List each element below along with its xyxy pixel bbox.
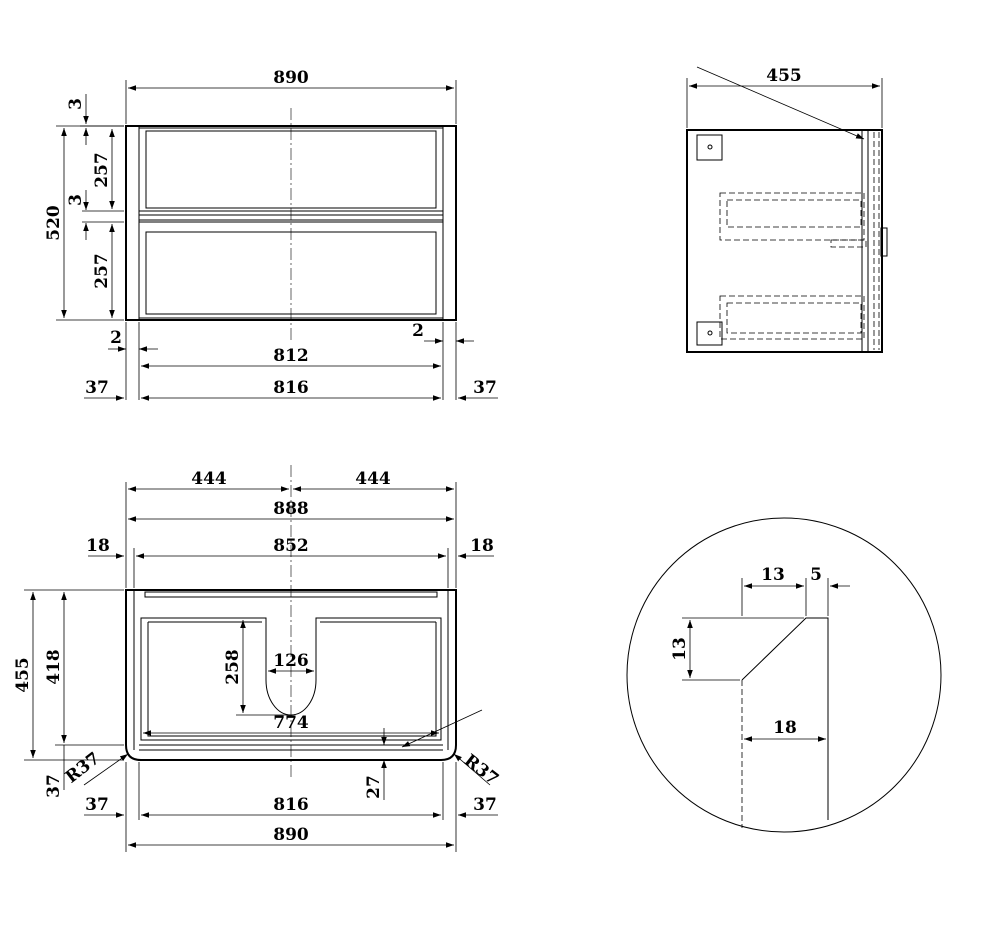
dim-plan-cutout-width: 126 bbox=[273, 651, 309, 671]
dim-front-body-width: 816 bbox=[273, 378, 309, 398]
plan-body-outline bbox=[125, 589, 457, 761]
dim-plan-drawer-width: 774 bbox=[273, 713, 309, 733]
dim-plan-cutout-depth: 258 bbox=[223, 649, 243, 685]
dim-plan-radius-left: R37 bbox=[62, 749, 104, 788]
dim-plan-half-left: 444 bbox=[191, 469, 227, 489]
dim-plan-depth-inner: 418 bbox=[44, 649, 64, 685]
dim-front-panel-right: 37 bbox=[473, 378, 497, 398]
drawer-with-cutout bbox=[140, 617, 442, 741]
dim-detail-18: 18 bbox=[773, 718, 797, 738]
plan-view: 444 444 888 852 18 18 455 418 37 258 126… bbox=[13, 465, 502, 852]
dim-detail-side-13: 13 bbox=[670, 637, 690, 661]
detail-profile bbox=[741, 617, 829, 820]
detail-view: 13 5 13 18 bbox=[626, 517, 942, 833]
dim-plan-width-total: 890 bbox=[273, 825, 309, 845]
dim-front-lower-drawer: 257 bbox=[92, 253, 112, 289]
dim-front-height-total: 520 bbox=[44, 205, 64, 241]
dim-front-gap-top: 3 bbox=[66, 98, 86, 110]
dim-plan-half-right: 444 bbox=[355, 469, 391, 489]
dim-plan-base-offset: 37 bbox=[44, 774, 64, 798]
side-view: 455 bbox=[686, 66, 888, 353]
detail-circle bbox=[626, 517, 942, 833]
dim-front-side-gap-right: 2 bbox=[412, 321, 424, 341]
dim-front-panel-left: 37 bbox=[85, 378, 109, 398]
dim-front-side-gap-left: 2 bbox=[110, 328, 122, 348]
hinge-top bbox=[696, 134, 723, 161]
dim-plan-front-thickness: 27 bbox=[364, 775, 384, 799]
dim-detail-top-13: 13 bbox=[761, 565, 785, 585]
handle-profile bbox=[880, 227, 888, 257]
dim-front-inner-width: 812 bbox=[273, 346, 309, 366]
side-body-outline bbox=[686, 129, 883, 353]
dim-side-depth: 455 bbox=[766, 66, 802, 86]
dim-plan-depth-total: 455 bbox=[13, 657, 33, 693]
dim-plan-panel-right: 37 bbox=[473, 795, 497, 815]
dim-detail-5: 5 bbox=[810, 565, 822, 585]
dim-plan-outer-width: 888 bbox=[273, 499, 309, 519]
dim-front-gap-middle: 3 bbox=[66, 194, 86, 206]
dim-plan-side-left: 18 bbox=[86, 536, 110, 556]
dim-plan-inner-width: 852 bbox=[273, 536, 309, 556]
dim-plan-panel-left: 37 bbox=[85, 795, 109, 815]
dim-front-width-total: 890 bbox=[273, 68, 309, 88]
dim-plan-radius-right: R37 bbox=[460, 751, 502, 790]
front-view: 890 520 257 257 3 3 2 2 812 816 bbox=[44, 68, 498, 401]
dim-plan-side-right: 18 bbox=[470, 536, 494, 556]
hinge-bottom bbox=[696, 321, 723, 346]
dim-plan-body-width: 816 bbox=[273, 795, 309, 815]
dim-front-upper-drawer: 257 bbox=[92, 152, 112, 188]
